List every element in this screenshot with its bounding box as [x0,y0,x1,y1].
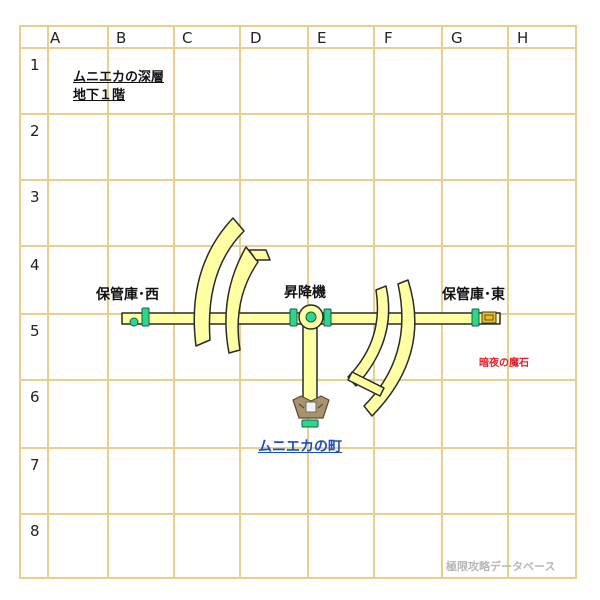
door-icon [289,308,298,327]
row-label: 4 [30,256,40,274]
east-inner-arc [347,285,390,387]
label-item-dark-night-stone: 暗夜の魔石 [479,358,529,369]
column-label: E [317,29,327,47]
west-inner-arc [225,246,259,354]
east-outer-arc [363,279,416,417]
door-icon [471,308,480,327]
column-label: F [384,29,393,47]
row-label: 8 [30,522,40,540]
west-outer-arc [193,217,245,347]
column-label: G [451,29,463,47]
row-label: 6 [30,388,40,406]
row-label: 1 [30,56,40,74]
town-exit-icon [292,395,330,419]
south-corridor [302,317,318,407]
row-label: 5 [30,322,40,340]
label-storage-west: 保管庫･西 [96,287,159,303]
column-label: H [517,29,529,47]
door-icon [129,317,139,327]
link-town[interactable]: ムニエカの町 [258,439,342,455]
chest-icon [481,311,497,324]
door-icon [301,419,319,428]
column-label: D [250,29,262,47]
floor-title: 地下１階 [73,88,126,103]
door-icon [323,308,332,327]
row-label: 2 [30,122,40,140]
east-connector [347,371,385,397]
door-icon [141,307,150,327]
row-label: 3 [30,188,40,206]
site-credit: 極限攻略データベース [446,560,556,573]
column-label: A [50,29,61,47]
label-storage-east: 保管庫･東 [442,287,505,303]
map-title: ムニエカの深層 [73,70,165,85]
doors [129,307,480,428]
row-label: 7 [30,456,40,474]
column-label: C [182,29,193,47]
column-label: B [116,29,127,47]
label-elevator: 昇降機 [284,285,326,301]
west-connector [248,249,271,261]
elevator-icon [298,304,324,330]
